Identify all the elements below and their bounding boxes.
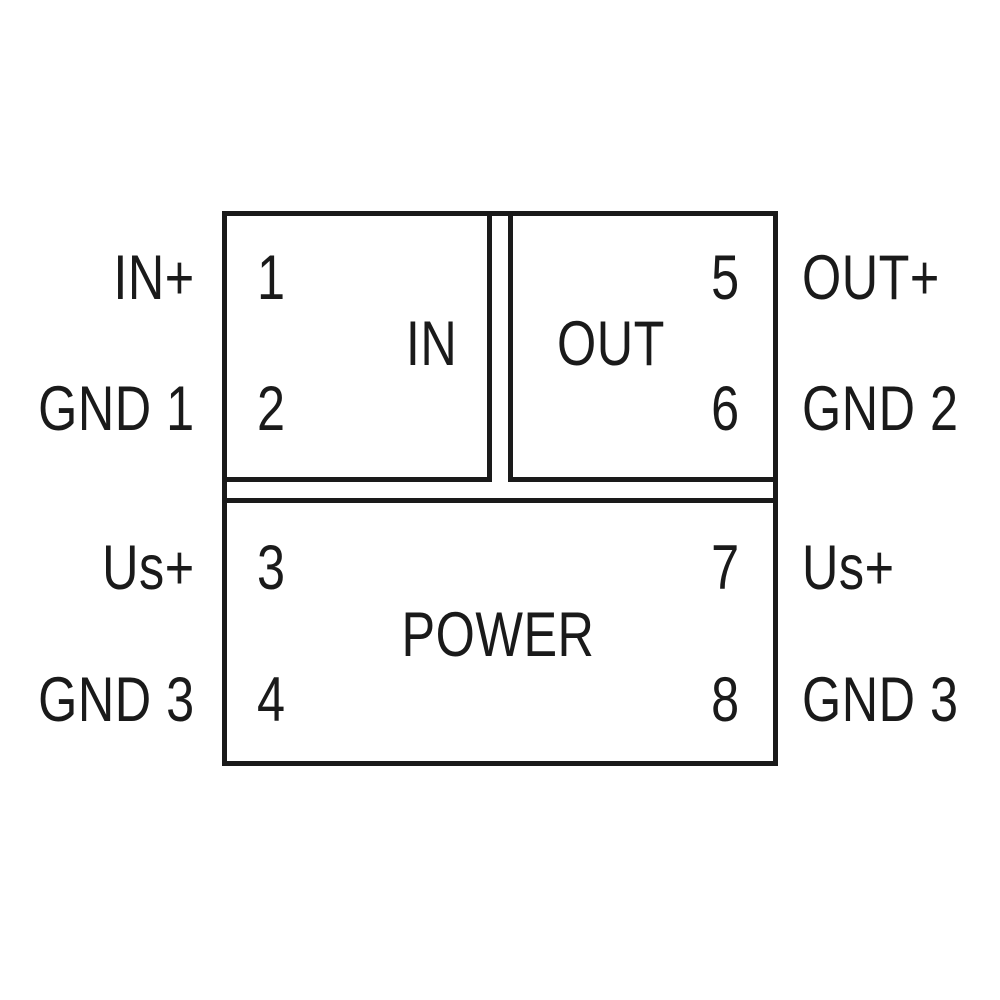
pin-2-external-label: GND 1 bbox=[38, 374, 195, 445]
out-block-label: OUT bbox=[557, 309, 665, 380]
pin-1-number: 1 bbox=[257, 243, 286, 314]
pin-5-external-label: OUT+ bbox=[802, 243, 940, 314]
in-block-label: IN bbox=[405, 309, 457, 380]
pin-1-external-label: IN+ bbox=[113, 243, 195, 314]
power-block-top-edge-line bbox=[227, 498, 773, 503]
pin-3-external-label: Us+ bbox=[102, 533, 195, 604]
pin-5-number: 5 bbox=[711, 243, 740, 314]
power-block-label: POWER bbox=[401, 600, 595, 671]
pin-6-number: 6 bbox=[711, 374, 740, 445]
pin-8-number: 8 bbox=[711, 665, 740, 736]
pin-8-external-label: GND 3 bbox=[802, 665, 959, 736]
out-block-bottom-edge-line bbox=[508, 477, 773, 482]
pin-3-number: 3 bbox=[257, 533, 286, 604]
pin-7-external-label: Us+ bbox=[802, 533, 895, 604]
pin-6-external-label: GND 2 bbox=[802, 374, 959, 445]
module-outline: IN OUT POWER 1 2 3 4 5 6 7 8 bbox=[222, 211, 778, 766]
pin-2-number: 2 bbox=[257, 374, 286, 445]
pin-7-number: 7 bbox=[711, 533, 740, 604]
in-block-right-edge-line bbox=[487, 216, 492, 482]
out-block-left-edge-line bbox=[508, 216, 513, 482]
pin-4-number: 4 bbox=[257, 665, 286, 736]
in-block-bottom-edge-line bbox=[227, 477, 492, 482]
pin-4-external-label: GND 3 bbox=[38, 665, 195, 736]
